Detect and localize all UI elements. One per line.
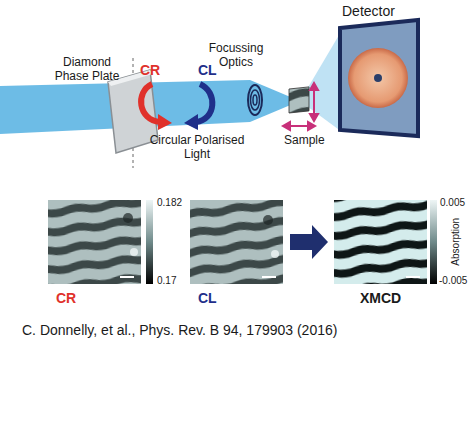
image-panel — [190, 200, 283, 284]
detector — [340, 20, 418, 136]
image-panel — [48, 200, 141, 284]
polarisation-label: CL — [198, 62, 217, 78]
left-circular-arrow — [196, 84, 212, 122]
sample — [289, 87, 309, 113]
scale-bar — [120, 276, 134, 278]
image-artifact — [263, 215, 273, 225]
figure-caption: C. Donnelly, et al., Phys. Rev. B 94, 17… — [22, 322, 337, 338]
colorbar-tick: -0.005 — [439, 275, 467, 287]
image-artifact — [123, 213, 133, 223]
focussing-optics — [248, 85, 262, 115]
component-label: Circular Polarised Light — [148, 134, 246, 162]
image-panel — [334, 200, 427, 284]
detector-label: Detector — [342, 3, 395, 19]
colorbar — [146, 200, 153, 284]
component-label: Sample — [284, 134, 325, 148]
colorbar-tick: 0.17 — [157, 275, 176, 287]
colorbar-tick: 0.005 — [440, 197, 465, 209]
scale-bar — [262, 276, 276, 278]
diverging-beam — [300, 30, 342, 132]
axis-label: Absorption — [450, 218, 462, 266]
component-label: Diamond Phase Plate — [50, 56, 124, 84]
arrow-head — [158, 114, 172, 130]
process-arrow — [290, 225, 328, 259]
right-circular-arrow — [141, 84, 160, 122]
colorbar — [430, 200, 437, 284]
beam-stop — [374, 74, 382, 82]
panel-label: CR — [56, 290, 76, 306]
image-artifact — [130, 248, 138, 256]
colorbar-tick: 0.182 — [157, 197, 182, 209]
scan-arrows — [283, 83, 318, 130]
panel-label: CL — [198, 290, 217, 306]
panel-label: XMCD — [360, 290, 401, 306]
scale-bar — [406, 276, 420, 278]
polarisation-label: CR — [140, 62, 160, 78]
image-artifact — [271, 250, 279, 258]
diffraction-disc — [348, 48, 408, 108]
arrow-head — [184, 114, 198, 130]
